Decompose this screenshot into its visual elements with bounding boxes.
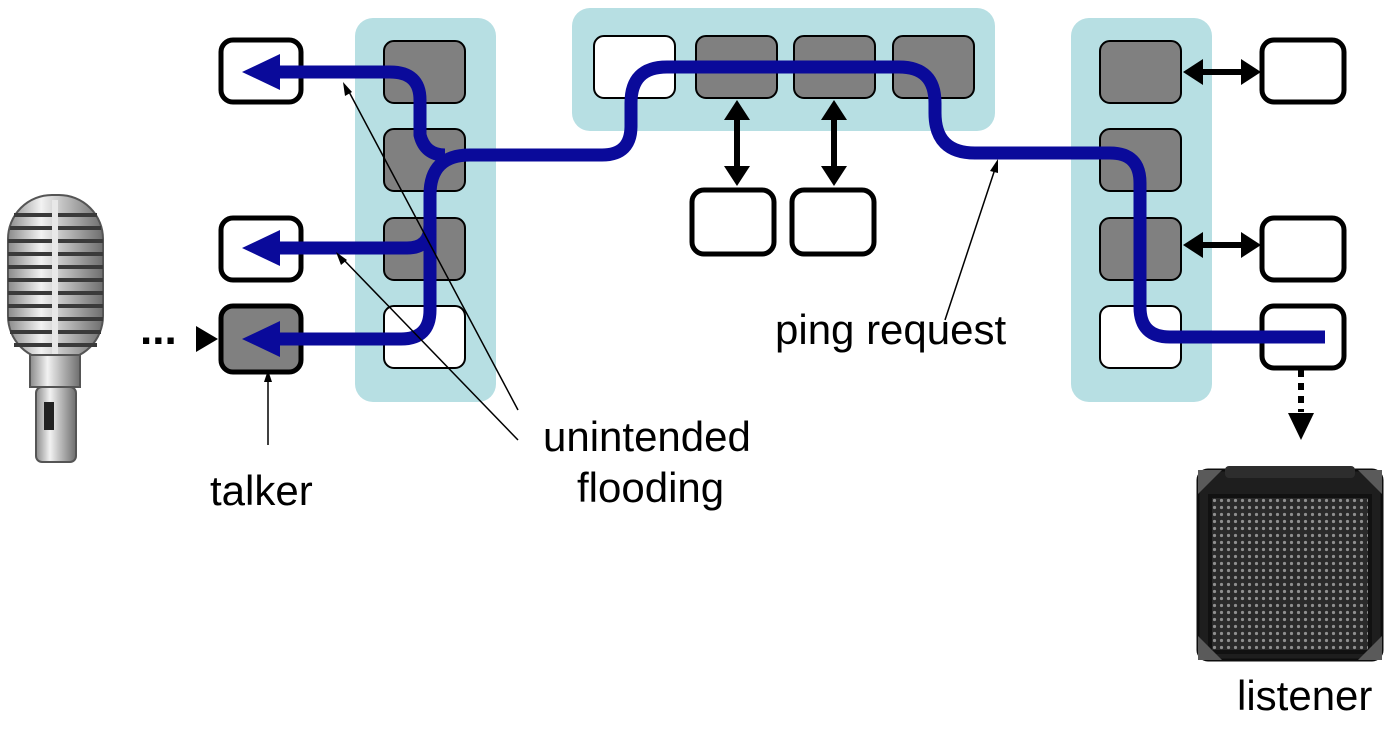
callout-lines xyxy=(264,82,998,445)
ping-request-label: ping request xyxy=(775,306,1006,353)
talker-label: talker xyxy=(210,467,313,514)
arrowhead xyxy=(242,321,280,357)
arrowhead xyxy=(242,230,280,266)
path-flow xyxy=(275,60,1325,346)
switch-port xyxy=(1099,40,1182,104)
speaker-icon xyxy=(1196,466,1384,662)
link-arrow xyxy=(1183,232,1261,258)
input-arrowhead xyxy=(196,326,218,352)
end-station xyxy=(789,187,877,257)
arrowhead xyxy=(242,54,280,90)
output-arrowhead xyxy=(1288,413,1314,440)
link-arrow xyxy=(1183,59,1261,85)
end-station xyxy=(1259,37,1347,105)
listener-label: listener xyxy=(1237,672,1372,719)
link-arrow xyxy=(724,100,750,186)
microphone-icon xyxy=(7,194,104,463)
link-arrow xyxy=(821,100,847,186)
flooding-label: flooding xyxy=(577,464,724,511)
unintended-label: unintended xyxy=(543,413,751,460)
end-station xyxy=(1259,215,1347,283)
end-station xyxy=(689,187,777,257)
ellipsis-label: ... xyxy=(140,305,177,354)
